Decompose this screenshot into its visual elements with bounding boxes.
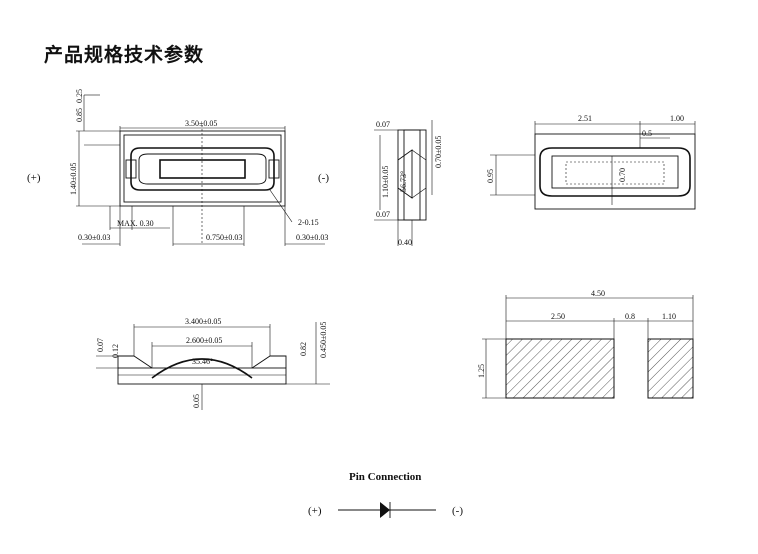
pad-left [505,338,615,399]
top-view-outline [119,130,286,207]
pin-connection-title: Pin Connection [349,471,421,483]
pin-plus-label: (+) [308,505,322,517]
section-base [117,367,287,385]
pin-connection: Pin Connection (+) (-) [308,471,463,518]
section-dim-total-h: 0.450±0.05 [319,322,328,358]
membrane-outline [130,147,275,191]
terminal-right [268,159,280,179]
pad-dim-total: 4.50 [591,289,605,298]
section-dim-bottom: 0.05 [192,394,201,408]
section-left-wall [117,355,153,369]
section-dim-inner: 2.600±0.05 [186,336,222,345]
section-dim-left-h2: 0.12 [111,344,120,358]
sound-slot [159,159,246,179]
back-view: 0.70 2.51 1.00 0.5 0.95 [486,114,696,210]
side-dim-width: 0.40 [398,238,412,247]
back-dim-height: 0.95 [486,169,495,183]
back-outline [534,133,696,210]
top-view-inner-outline [123,134,282,203]
back-inner [551,155,679,189]
back-dim-total: 2.51 [578,114,592,123]
back-dim-right: 1.00 [670,114,684,123]
dim-width: 1.40±0.05 [69,163,78,195]
back-dim-inner: 0.70 [618,168,627,182]
pad-dim-height: 1.25 [477,364,486,378]
pad-dim-right: 1.10 [662,312,676,321]
dim-small-top: 0.85 [75,108,84,122]
section-dim-right-h: 0.82 [299,342,308,356]
section-right-wall [251,355,287,369]
top-view: (+) (-) 3.50±0.05 1.40±0.05 0.85 0.25 [27,89,329,246]
page-title: 产品规格技术参数 [44,44,205,66]
diode-icon [380,502,390,518]
dim-left-offset: 0.30±0.03 [78,233,110,242]
pin-minus-label: (-) [452,505,463,517]
dim-hole-width: 0.750±0.03 [206,233,242,242]
back-dim-gap: 0.5 [642,129,652,138]
side-dim-height-a: 1.10±0.05 [381,166,390,198]
section-dim-angle: 35.46° [192,357,213,366]
membrane-inner [138,153,267,185]
polarity-plus-label: (+) [27,172,41,184]
dim-max: MAX. 0.30 [117,219,154,228]
section-dim-left-h: 0.07 [96,338,105,352]
section-dome [151,358,253,379]
dim-small-top2: 0.25 [75,89,84,103]
pad-dim-left: 2.50 [551,312,565,321]
side-dim-top: 0.07 [376,120,390,129]
side-dim-bottom: 0.07 [376,210,390,219]
section-dim-outer: 3.400±0.05 [185,317,221,326]
terminal-left [125,159,137,179]
section-view: 3.400±0.05 2.600±0.05 35.46° 0.07 0.12 0… [96,317,330,410]
pad-dim-gap: 0.8 [625,312,635,321]
back-membrane [539,147,691,197]
dim-length: 3.50±0.05 [185,119,217,128]
side-dim-height-b: 0.70±0.05 [434,136,443,168]
side-view: 0.07 0.07 1.10±0.05 56.73° 0.70±0.05 0.4… [374,120,443,247]
pad-layout: 4.50 2.50 0.8 1.10 1.25 [477,289,694,399]
polarity-minus-label: (-) [318,172,329,184]
dim-right-offset: 0.30±0.03 [296,233,328,242]
pad-right [647,338,694,399]
side-dim-angle: 56.73° [399,171,408,192]
back-slot [565,161,665,185]
dim-radius: 2-0.15 [298,218,319,227]
